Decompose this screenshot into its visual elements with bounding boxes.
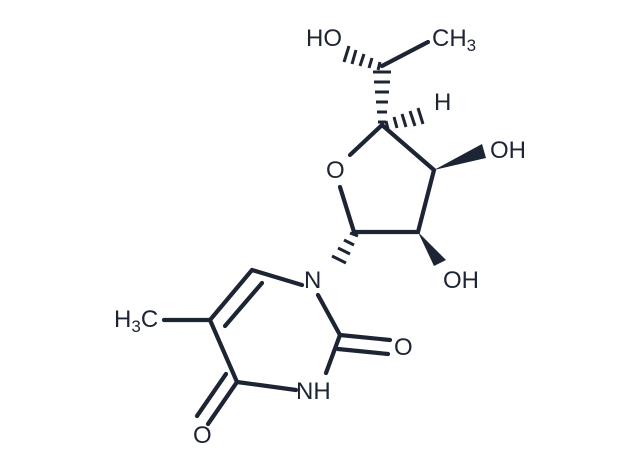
atom-nh: NH bbox=[296, 378, 331, 405]
atom-ch3-top: CH3 bbox=[432, 25, 476, 55]
hash-bond-c4-c5 bbox=[373, 70, 391, 124]
bond-c5-c4 bbox=[207, 317, 240, 385]
atom-o-carbonyl-bottom: O bbox=[193, 422, 212, 449]
bond-c3-c2 bbox=[415, 167, 437, 235]
bond-c6-c5-b bbox=[222, 280, 265, 329]
atom-oh-right: OH bbox=[490, 137, 526, 164]
bond-n1-c6 bbox=[249, 267, 305, 288]
bond-c4-o-a bbox=[205, 379, 240, 427]
atom-o-carbonyl-right: O bbox=[394, 334, 413, 361]
wedge-c2-oh bbox=[418, 232, 446, 266]
atom-h-stereo: H bbox=[434, 89, 451, 116]
bond-c6-c5-a bbox=[207, 267, 255, 323]
bond-c4-c3 bbox=[379, 122, 437, 173]
bond-c2-o-b bbox=[335, 346, 391, 357]
hash-bond-c5-oh bbox=[342, 45, 382, 71]
wedge-c3-oh bbox=[434, 144, 486, 170]
hash-bond-c1-n bbox=[331, 231, 359, 265]
atom-ho-top: HO bbox=[306, 25, 342, 52]
bond-c4-o-b bbox=[194, 371, 229, 419]
bond-o-c4 bbox=[347, 122, 385, 158]
bond-c4-n3 bbox=[234, 379, 299, 393]
atom-oh-bottom: OH bbox=[443, 267, 479, 294]
atom-o-ring: O bbox=[326, 157, 345, 184]
bond-c2-n1 bbox=[315, 292, 343, 338]
hash-bond-c4-h bbox=[384, 107, 425, 130]
atom-n-ring: N bbox=[304, 267, 321, 294]
bond-c2-o-a bbox=[337, 332, 393, 343]
bond-c5-ch3 bbox=[379, 39, 431, 69]
bond-c1-o bbox=[337, 184, 357, 235]
bond-n3-c2 bbox=[323, 332, 343, 376]
atom-h3c-left: H3C bbox=[114, 306, 158, 336]
